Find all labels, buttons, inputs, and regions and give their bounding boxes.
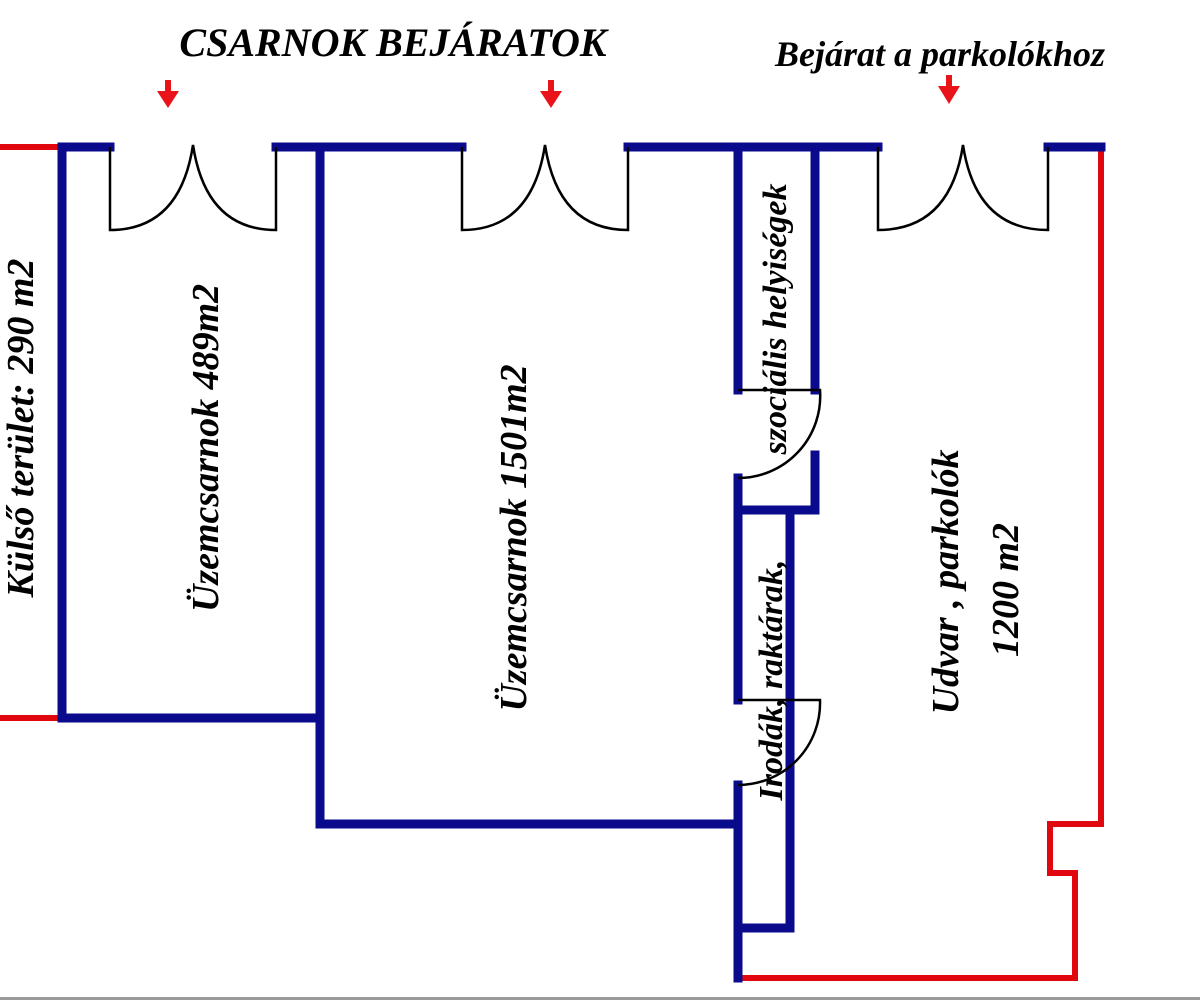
yard-boundary xyxy=(739,147,1104,981)
exterior-boundary xyxy=(0,144,1104,981)
room-label-social: szociális helyiségek xyxy=(757,183,794,455)
room-label-hall-1: Üzemcsarnok 489m2 xyxy=(185,284,227,612)
heading-parking-entrance: Bejárat a parkolókhoz xyxy=(774,34,1105,74)
room-label-yard-line1: Udvar , parkolók xyxy=(925,450,967,715)
room-label-outer-area: Külső terület: 290 m2 xyxy=(0,259,42,599)
bottom-border xyxy=(0,997,1200,1000)
arrow-down-icon xyxy=(157,80,179,108)
arrow-down-icon xyxy=(938,75,960,104)
door-hall-2 xyxy=(460,144,630,232)
room-label-yard-line2: 1200 m2 xyxy=(985,523,1027,657)
door-offices xyxy=(737,698,822,787)
interior-walls xyxy=(57,142,1106,983)
door-parking xyxy=(876,144,1050,232)
room-label-offices: Irodák, raktárak, xyxy=(753,560,790,802)
room-label-hall-2: Üzemcsarnok 1501m2 xyxy=(493,364,535,711)
door-hall-1 xyxy=(108,144,278,232)
arrow-down-icon xyxy=(540,80,562,108)
door-social xyxy=(737,388,822,480)
heading-hall-entrances: CSARNOK BEJÁRATOK xyxy=(179,20,609,65)
